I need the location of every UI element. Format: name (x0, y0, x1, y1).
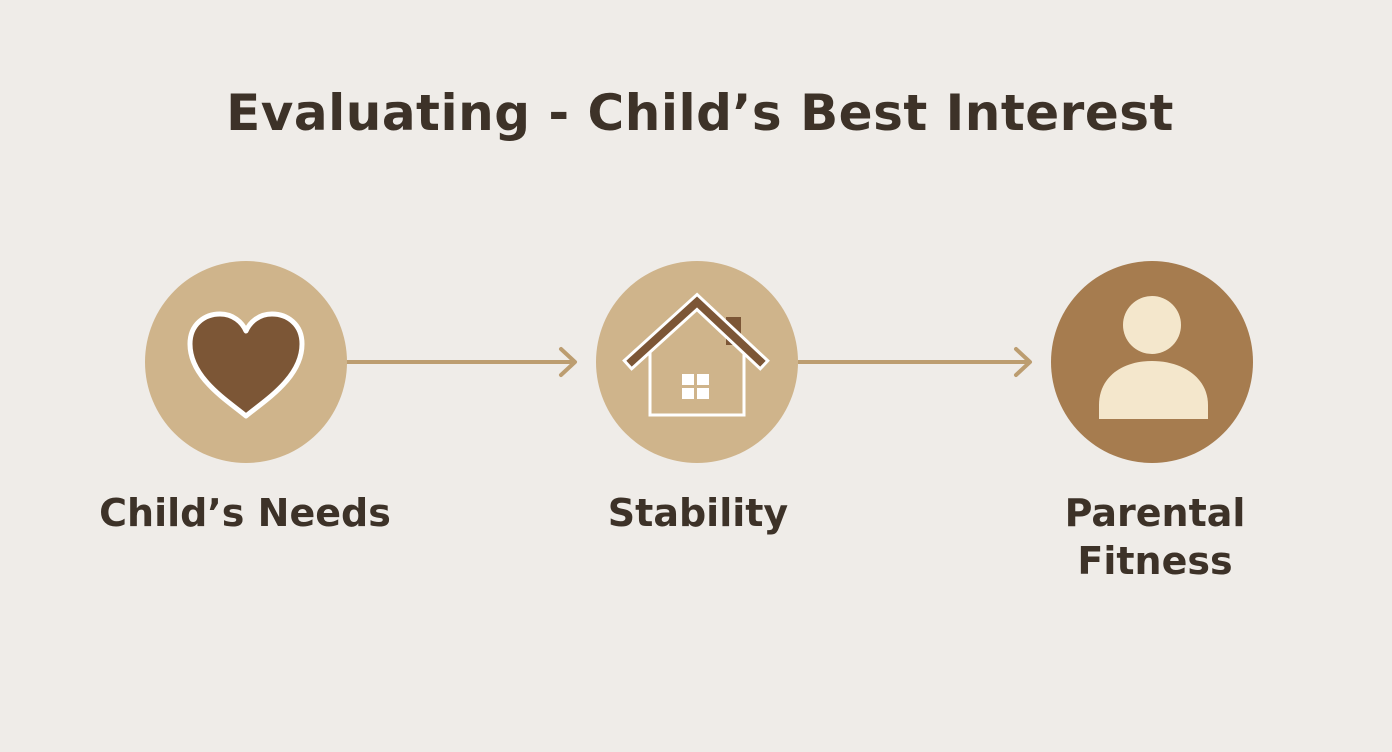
arrow-stability-to-fitness (798, 347, 1032, 377)
arrow-needs-to-stability (346, 347, 577, 377)
house-icon (622, 292, 770, 417)
heart-icon (187, 311, 305, 419)
person-icon (1099, 296, 1208, 419)
diagram-title: Evaluating - Child’s Best Interest (226, 84, 1174, 142)
step-label-fitness: Parental Fitness (1064, 491, 1246, 583)
step-circle-stability (596, 261, 798, 463)
step-label-stability: Stability (607, 491, 789, 535)
step-label-needs: Child’s Needs (99, 491, 391, 535)
